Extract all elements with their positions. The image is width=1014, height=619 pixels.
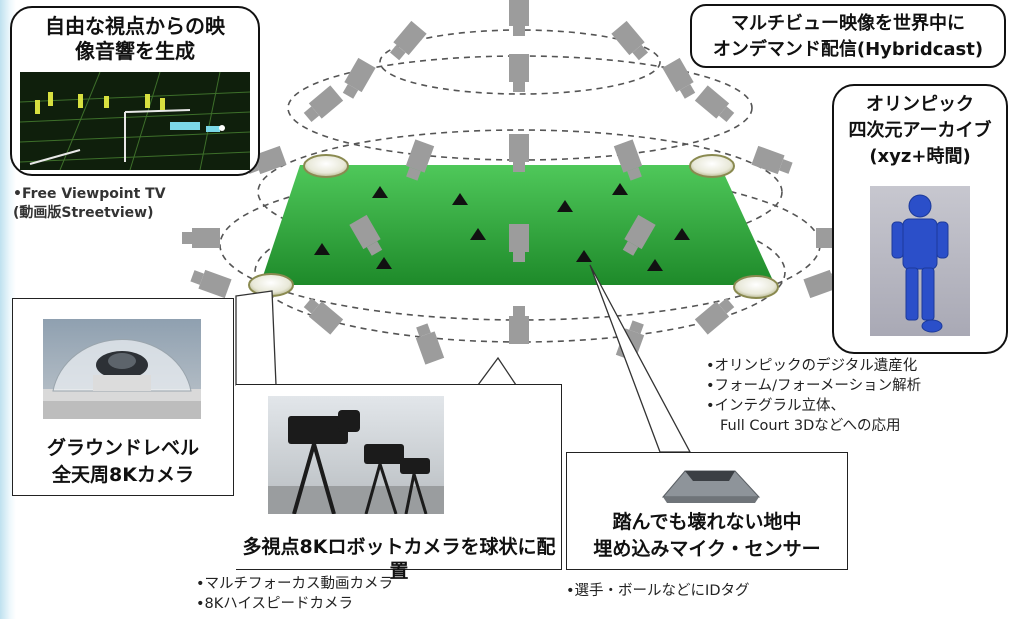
title-line: オリンピック <box>866 94 974 115</box>
robot-camera-icon <box>182 228 220 248</box>
free-viewpoint-notes: •Free Viewpoint TV (動画版Streetview) <box>13 185 166 223</box>
sensor-marker <box>612 183 628 195</box>
robot-camera-icon <box>509 0 529 36</box>
robot-camera-icon <box>509 224 529 262</box>
robot-camera-icon <box>389 20 427 61</box>
player-figure <box>78 94 83 108</box>
dome-cameras <box>248 154 779 299</box>
dome-camera-photo <box>43 319 201 419</box>
callout-pointers <box>235 264 692 453</box>
sensor-marker <box>470 228 486 240</box>
robot-camera-icon <box>509 306 529 344</box>
note-line: •Free Viewpoint TV <box>13 186 166 202</box>
mic-pointer <box>589 264 692 453</box>
player-figure <box>206 126 220 132</box>
note-line: •マルチフォーカス動画カメラ <box>196 576 394 592</box>
mic-notes: •選手・ボールなどにIDタグ <box>566 582 750 601</box>
title-line: (xyz+時間) <box>869 146 971 167</box>
robot-camera-pointer <box>476 356 518 386</box>
sensor-marker <box>452 193 468 205</box>
robot-camera-icon <box>190 269 232 299</box>
multiview-box: マルチビュー映像を世界中に オンデマンド配信(Hybridcast) <box>690 4 1006 68</box>
title-line: 埋め込みマイク・センサー <box>593 538 821 560</box>
robot-camera-icon <box>349 214 383 256</box>
archive-title: オリンピック 四次元アーカイブ (xyz+時間) <box>834 92 1006 170</box>
note-line: •インテグラル立体、 <box>706 398 846 414</box>
player-figure <box>145 94 150 108</box>
note-line: •オリンピックのデジタル遺産化 <box>706 358 918 374</box>
player-figure <box>104 96 109 108</box>
player-figure <box>35 100 40 114</box>
title-line: 踏んでも壊れない地中 <box>612 511 802 533</box>
title-line: グラウンドレベル <box>46 437 199 459</box>
field-sensor-markers <box>314 183 690 271</box>
mic-box: 踏んでも壊れない地中 埋め込みマイク・センサー <box>566 452 848 570</box>
robot-camera-icon <box>342 57 376 99</box>
ground-camera-box: グラウンドレベル 全天周8Kカメラ <box>12 298 234 496</box>
sensor-marker <box>372 186 388 198</box>
robot-camera-icon <box>662 57 696 99</box>
robot-camera-icon <box>509 54 529 92</box>
athlete-3d-scan-image <box>870 186 970 336</box>
title-line: オンデマンド配信(Hybridcast) <box>712 39 984 60</box>
robot-camera-icon <box>611 20 649 61</box>
title-line: 四次元アーカイブ <box>848 120 992 141</box>
robot-cameras <box>182 0 854 365</box>
multiview-title: マルチビュー映像を世界中に オンデマンド配信(Hybridcast) <box>692 11 1004 63</box>
note-line: Full Court 3Dなどへの応用 <box>720 418 901 434</box>
dome-camera-icon <box>303 154 349 178</box>
robot-camera-title: 多視点8Kロボットカメラを球状に配置 <box>242 536 556 582</box>
robot-camera-icon <box>303 85 344 123</box>
player-figure <box>48 92 53 106</box>
player-figure <box>170 122 200 130</box>
embedded-microphone-image <box>655 461 765 505</box>
sensor-marker <box>647 259 663 271</box>
player-figure <box>160 98 165 110</box>
orbit-ring-top <box>379 29 661 95</box>
robot-camera-icon <box>613 139 643 181</box>
soccer-hologram-image <box>20 72 250 170</box>
robot-camera-photo <box>268 396 444 514</box>
robot-camera-icon <box>694 297 735 335</box>
dome-camera-icon <box>689 154 735 178</box>
note-line: •選手・ボールなどにIDタグ <box>566 583 750 599</box>
sensor-marker <box>376 257 392 269</box>
free-viewpoint-box: 自由な視点からの映 像音響を生成 <box>10 6 260 176</box>
ground-camera-pointer <box>235 290 277 386</box>
sensor-marker <box>557 200 573 212</box>
sensor-marker <box>314 243 330 255</box>
robot-camera-icon <box>415 323 445 365</box>
robot-camera-notes: •マルチフォーカス動画カメラ •8Kハイスピードカメラ <box>196 574 393 614</box>
sensor-marker <box>576 250 592 262</box>
orbit-ring-lower <box>254 201 786 343</box>
robot-camera-icon <box>509 134 529 172</box>
note-line: •フォーム/フォーメーション解析 <box>706 378 922 394</box>
robot-camera-icon <box>622 214 656 256</box>
archive-notes: •オリンピックのデジタル遺産化 •フォーム/フォーメーション解析 •インテグラル… <box>706 356 921 436</box>
robot-camera-icon <box>405 139 435 181</box>
sensor-marker <box>674 228 690 240</box>
note-line: •8Kハイスピードカメラ <box>196 596 354 612</box>
title-line: 自由な視点からの映 <box>45 14 225 38</box>
dome-camera-icon <box>733 275 779 299</box>
mic-title: 踏んでも壊れない地中 埋め込みマイク・センサー <box>567 509 847 563</box>
title-line: マルチビュー映像を世界中に <box>731 13 965 34</box>
title-line: 全天周8Kカメラ <box>52 464 194 486</box>
robot-camera-icon <box>694 85 735 123</box>
title-line: 像音響を生成 <box>75 39 195 63</box>
robot-camera-icon <box>751 145 793 175</box>
ground-camera-title: グラウンドレベル 全天周8Kカメラ <box>13 435 233 489</box>
robot-camera-icon <box>303 297 344 335</box>
note-line: (動画版Streetview) <box>13 205 154 221</box>
free-viewpoint-title: 自由な視点からの映 像音響を生成 <box>12 14 258 64</box>
archive-box: オリンピック 四次元アーカイブ (xyz+時間) <box>832 84 1008 354</box>
